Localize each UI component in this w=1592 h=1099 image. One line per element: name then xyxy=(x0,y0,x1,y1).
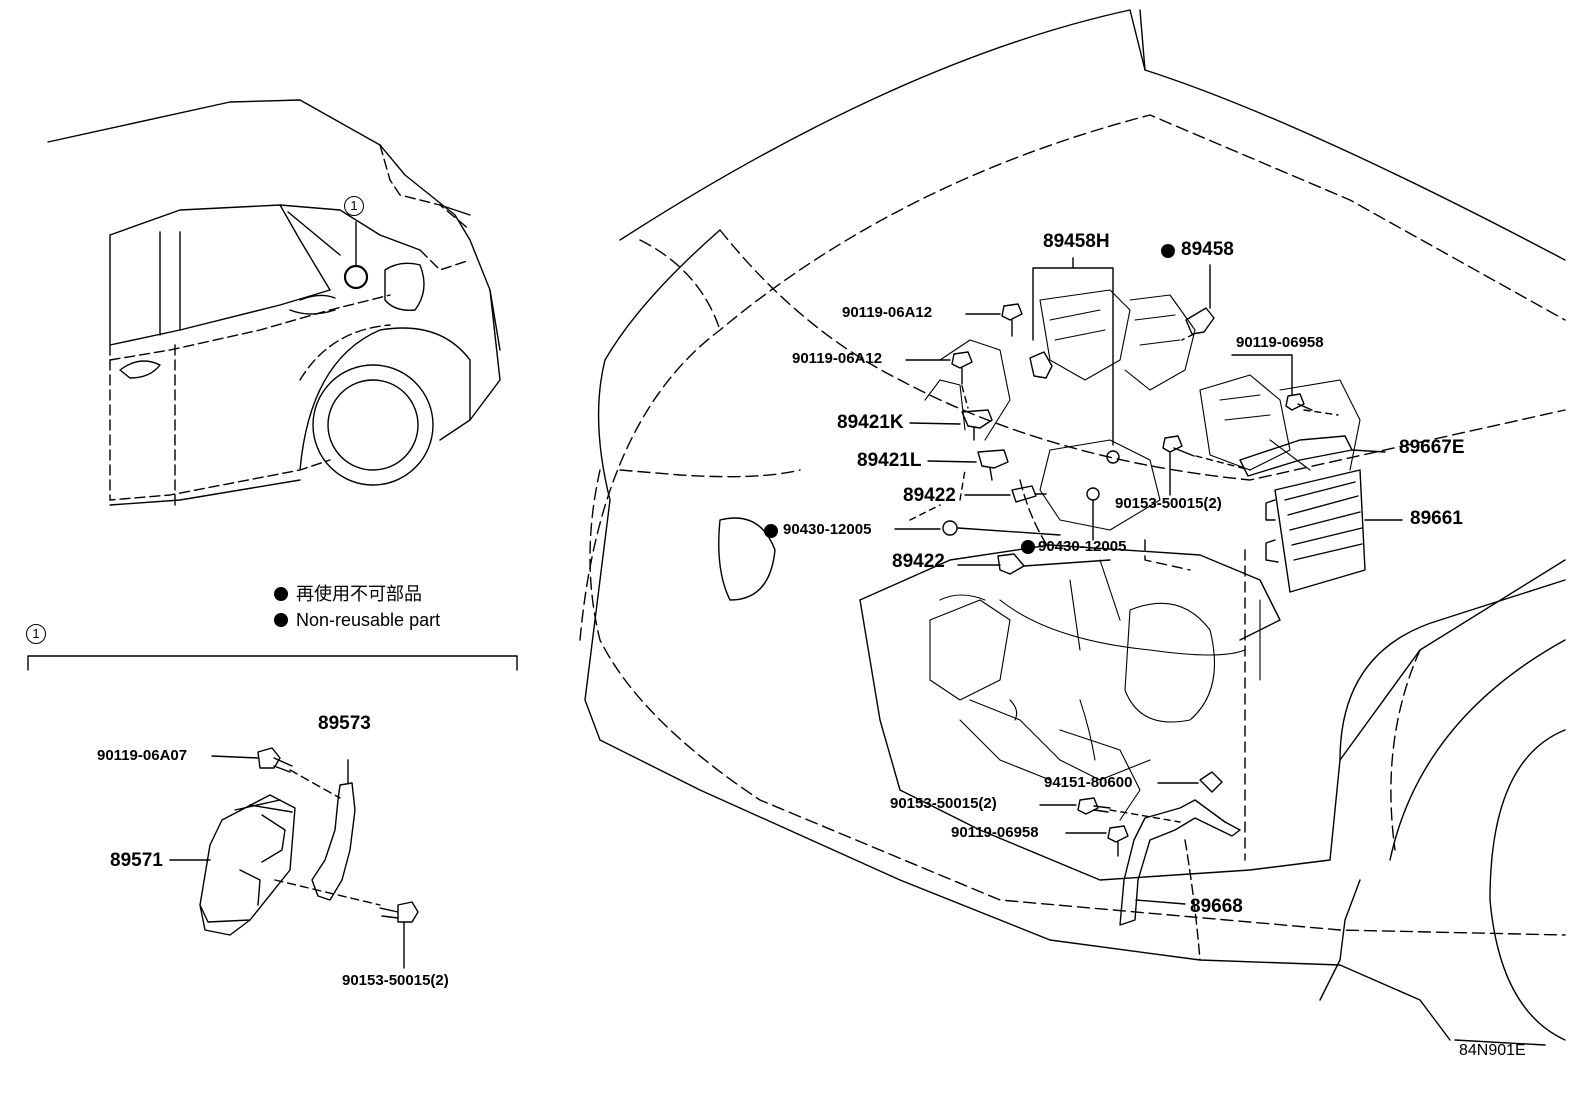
part-label-89458H: 89458H xyxy=(1043,231,1110,252)
part-label-89573: 89573 xyxy=(318,713,371,734)
nonreusable-markers xyxy=(274,244,1175,627)
part-label-89421K: 89421K xyxy=(837,412,904,433)
callout-number: 1 xyxy=(26,624,46,644)
part-label-90119-06A07: 90119-06A07 xyxy=(97,747,188,764)
callout-1-vehicle: 1 xyxy=(344,196,364,216)
part-label-89667E: 89667E xyxy=(1399,437,1465,458)
rear-vehicle-view xyxy=(47,99,501,506)
part-label-90153-50015-upper: 90153-50015(2) xyxy=(1115,495,1222,512)
inset-parts-drawing xyxy=(169,747,419,969)
callout-number: 1 xyxy=(344,196,364,216)
part-label-89661: 89661 xyxy=(1410,508,1463,529)
legend-line-english: Non-reusable part xyxy=(296,610,441,630)
part-label-90430-12005-right: 90430-12005 xyxy=(1038,538,1127,555)
part-label-89422-lower: 89422 xyxy=(892,551,945,572)
engine-drawing xyxy=(924,289,1361,821)
legend-line-japanese: 再使用不可部品 xyxy=(296,584,422,604)
part-label-90430-12005-left: 90430-12005 xyxy=(783,521,872,538)
figure-code: 84N901E xyxy=(1459,1042,1526,1059)
part-label-89421L: 89421L xyxy=(857,450,922,471)
main-small-parts xyxy=(894,257,1403,926)
part-label-89571: 89571 xyxy=(110,850,163,871)
part-label-89668: 89668 xyxy=(1190,896,1243,917)
part-label-94151-80600: 94151-80600 xyxy=(1044,774,1133,791)
part-label-89422-upper: 89422 xyxy=(903,485,956,506)
part-label-90119-06958-lower: 90119-06958 xyxy=(951,824,1039,841)
part-label-90119-06A12-upper: 90119-06A12 xyxy=(842,304,933,321)
callout-1-inset: 1 xyxy=(26,624,46,644)
inset-bracket xyxy=(27,655,518,671)
part-label-89458: 89458 xyxy=(1181,239,1234,260)
part-label-90153-50015-lower: 90153-50015(2) xyxy=(890,795,997,812)
part-label-90119-06958-upper: 90119-06958 xyxy=(1236,334,1324,351)
part-label-90119-06A12-lower: 90119-06A12 xyxy=(792,350,883,367)
front-body-drawing xyxy=(579,9,1566,1046)
part-label-90153-50015-inset: 90153-50015(2) xyxy=(342,972,449,989)
